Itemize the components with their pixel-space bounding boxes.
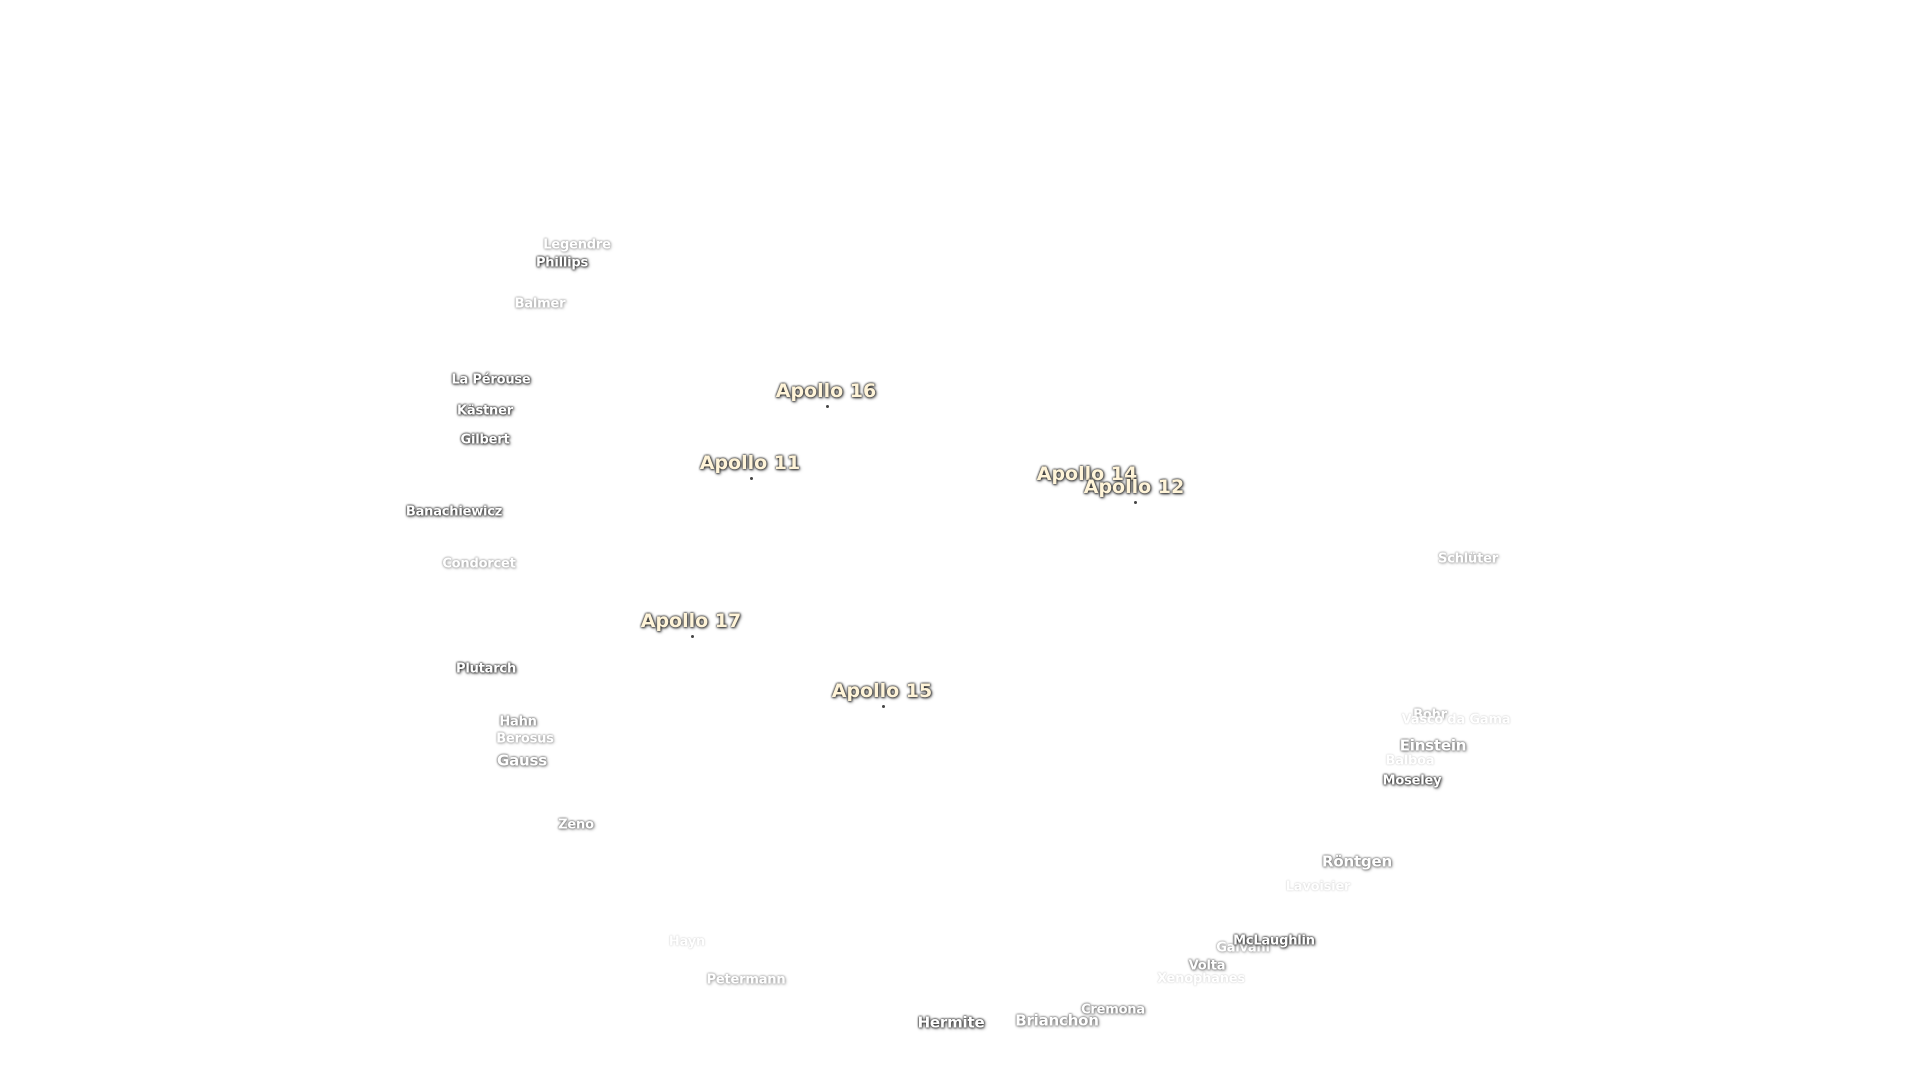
crater-label-hermite[interactable]: Hermite	[917, 1013, 985, 1032]
apollo-12-marker	[1134, 501, 1137, 504]
crater-label-balboa[interactable]: Balboa	[1385, 753, 1435, 769]
crater-label-zeno[interactable]: Zeno	[558, 817, 594, 833]
crater-label-mclaughlin[interactable]: McLaughlin	[1233, 933, 1315, 949]
crater-label-hahn[interactable]: Hahn	[499, 714, 537, 730]
apollo-16-marker	[826, 405, 829, 408]
crater-label-plutarch[interactable]: Plutarch	[456, 661, 516, 677]
crater-label-rontgen[interactable]: Röntgen	[1322, 852, 1392, 871]
apollo-15-marker	[882, 705, 885, 708]
apollo-16-label: Apollo 16	[775, 380, 877, 402]
crater-label-cremona[interactable]: Cremona	[1081, 1002, 1145, 1018]
crater-label-schluter[interactable]: Schlüter	[1438, 551, 1498, 567]
crater-label-banachiewicz[interactable]: Banachiewicz	[405, 504, 503, 520]
crater-label-gilbert[interactable]: Gilbert	[460, 432, 510, 448]
apollo-11-marker	[750, 477, 753, 480]
apollo-14-marker	[1087, 488, 1090, 491]
crater-label-volta[interactable]: Volta	[1188, 958, 1226, 974]
apollo-11-label: Apollo 11	[699, 452, 801, 474]
crater-label-phillips[interactable]: Phillips	[535, 255, 589, 271]
apollo-17-marker	[691, 635, 694, 638]
crater-label-gauss[interactable]: Gauss	[497, 751, 547, 770]
crater-label-kastner[interactable]: Kästner	[457, 403, 513, 419]
crater-label-la-perouse[interactable]: La Pérouse	[451, 372, 531, 388]
apollo-17-label: Apollo 17	[640, 610, 742, 632]
crater-label-brianchon[interactable]: Brianchon	[1015, 1011, 1099, 1030]
crater-label-moseley[interactable]: Moseley	[1382, 773, 1442, 789]
apollo-12-label: Apollo 12	[1083, 476, 1185, 498]
apollo-15-label: Apollo 15	[831, 680, 933, 702]
apollo-14-label: Apollo 14	[1036, 463, 1138, 485]
crater-label-condorcet[interactable]: Condorcet	[442, 556, 516, 572]
crater-label-legendre[interactable]: Legendre	[543, 237, 611, 253]
crater-label-bohr[interactable]: Bohr	[1413, 707, 1447, 723]
crater-label-lavoisier[interactable]: Lavoisier	[1285, 879, 1351, 895]
crater-label-einstein[interactable]: Einstein	[1399, 736, 1467, 755]
crater-label-vasco-da-gama[interactable]: Vasco da Gama	[1401, 712, 1511, 728]
crater-label-balmer[interactable]: Balmer	[514, 296, 566, 312]
crater-label-berosus[interactable]: Berosus	[496, 731, 554, 747]
crater-label-xenophanes[interactable]: Xenophanes	[1157, 971, 1245, 987]
crater-label-galvani[interactable]: Galvani	[1216, 940, 1270, 956]
crater-label-petermann[interactable]: Petermann	[706, 972, 786, 988]
crater-label-hayn[interactable]: Hayn	[668, 934, 706, 950]
